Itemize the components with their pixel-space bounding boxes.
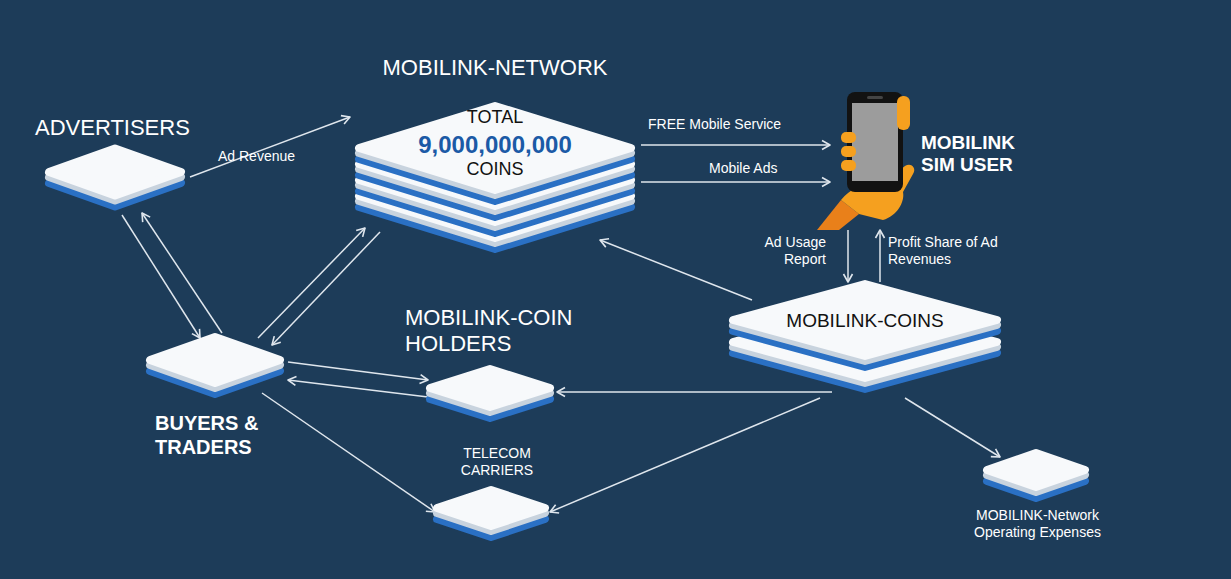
edge-label: Ad Revenue — [218, 148, 338, 165]
platform-top — [430, 369, 550, 407]
flow-connector — [288, 362, 428, 380]
phone-screen — [852, 103, 898, 181]
flow-connector — [641, 181, 830, 183]
phone-user: MOBILINK SIM USER — [815, 90, 1035, 230]
edge-label: Ad Usage Report — [748, 234, 826, 268]
flow-connector — [288, 380, 428, 397]
node-text: MOBILINK-COINS — [720, 310, 1010, 332]
phone-body — [847, 92, 903, 192]
platform-top — [987, 453, 1085, 487]
node-heading: BUYERS & TRADERS — [155, 412, 285, 459]
flow-connector — [258, 228, 365, 338]
finger-shape — [841, 132, 856, 143]
node-heading: MOBILINK SIM USER — [921, 132, 1036, 177]
flow-connector — [879, 230, 881, 282]
node-heading: TELECOM CARRIERS — [457, 445, 537, 478]
platform-box: TELECOM CARRIERS — [425, 445, 560, 545]
platform-top — [49, 149, 181, 196]
phone-speaker — [867, 96, 883, 99]
flow-connector — [262, 393, 435, 512]
flow-connector — [905, 398, 1000, 457]
flow-connector — [190, 117, 350, 177]
edge-label: Profit Share of Ad Revenues — [888, 234, 1006, 268]
node-heading: ADVERTISERS — [35, 115, 220, 141]
platform-box: BUYERS & TRADERS — [140, 325, 290, 460]
flow-connector — [557, 391, 832, 393]
platform-top — [437, 490, 545, 526]
coin-total: 9,000,000,000 — [345, 131, 645, 159]
node-text: COINS — [345, 159, 645, 180]
flow-connector — [641, 144, 830, 146]
node-heading: MOBILINK-NETWORK — [345, 55, 645, 81]
flow-connector — [122, 215, 200, 338]
finger-shape — [841, 160, 856, 171]
edge-label: FREE Mobile Service — [648, 116, 818, 133]
node-heading: MOBILINK-Network Operating Expenses — [955, 507, 1120, 540]
platform-shape — [720, 270, 1010, 410]
node-heading: MOBILINK-COIN HOLDERS — [405, 305, 600, 357]
flow-connector — [142, 213, 222, 333]
platform-box: MOBILINK-Network Operating Expenses — [955, 445, 1120, 550]
flow-connector — [550, 398, 820, 512]
flow-connector — [600, 240, 752, 300]
edge-label: Mobile Ads — [709, 160, 819, 177]
platform-top — [150, 337, 280, 383]
node-text: TOTAL — [345, 107, 645, 128]
flow-connector — [847, 230, 849, 282]
platform-box: ADVERTISERS — [30, 115, 220, 220]
thumb-shape — [897, 96, 910, 130]
flow-connector — [272, 232, 380, 345]
platform-box: MOBILINK-COIN HOLDERS — [400, 305, 600, 430]
coin-stack: MOBILINK-COINS — [720, 270, 1010, 410]
coin-stack: MOBILINK-NETWORK TOTAL 9,000,000,000COINS — [345, 55, 645, 255]
finger-shape — [841, 146, 856, 157]
